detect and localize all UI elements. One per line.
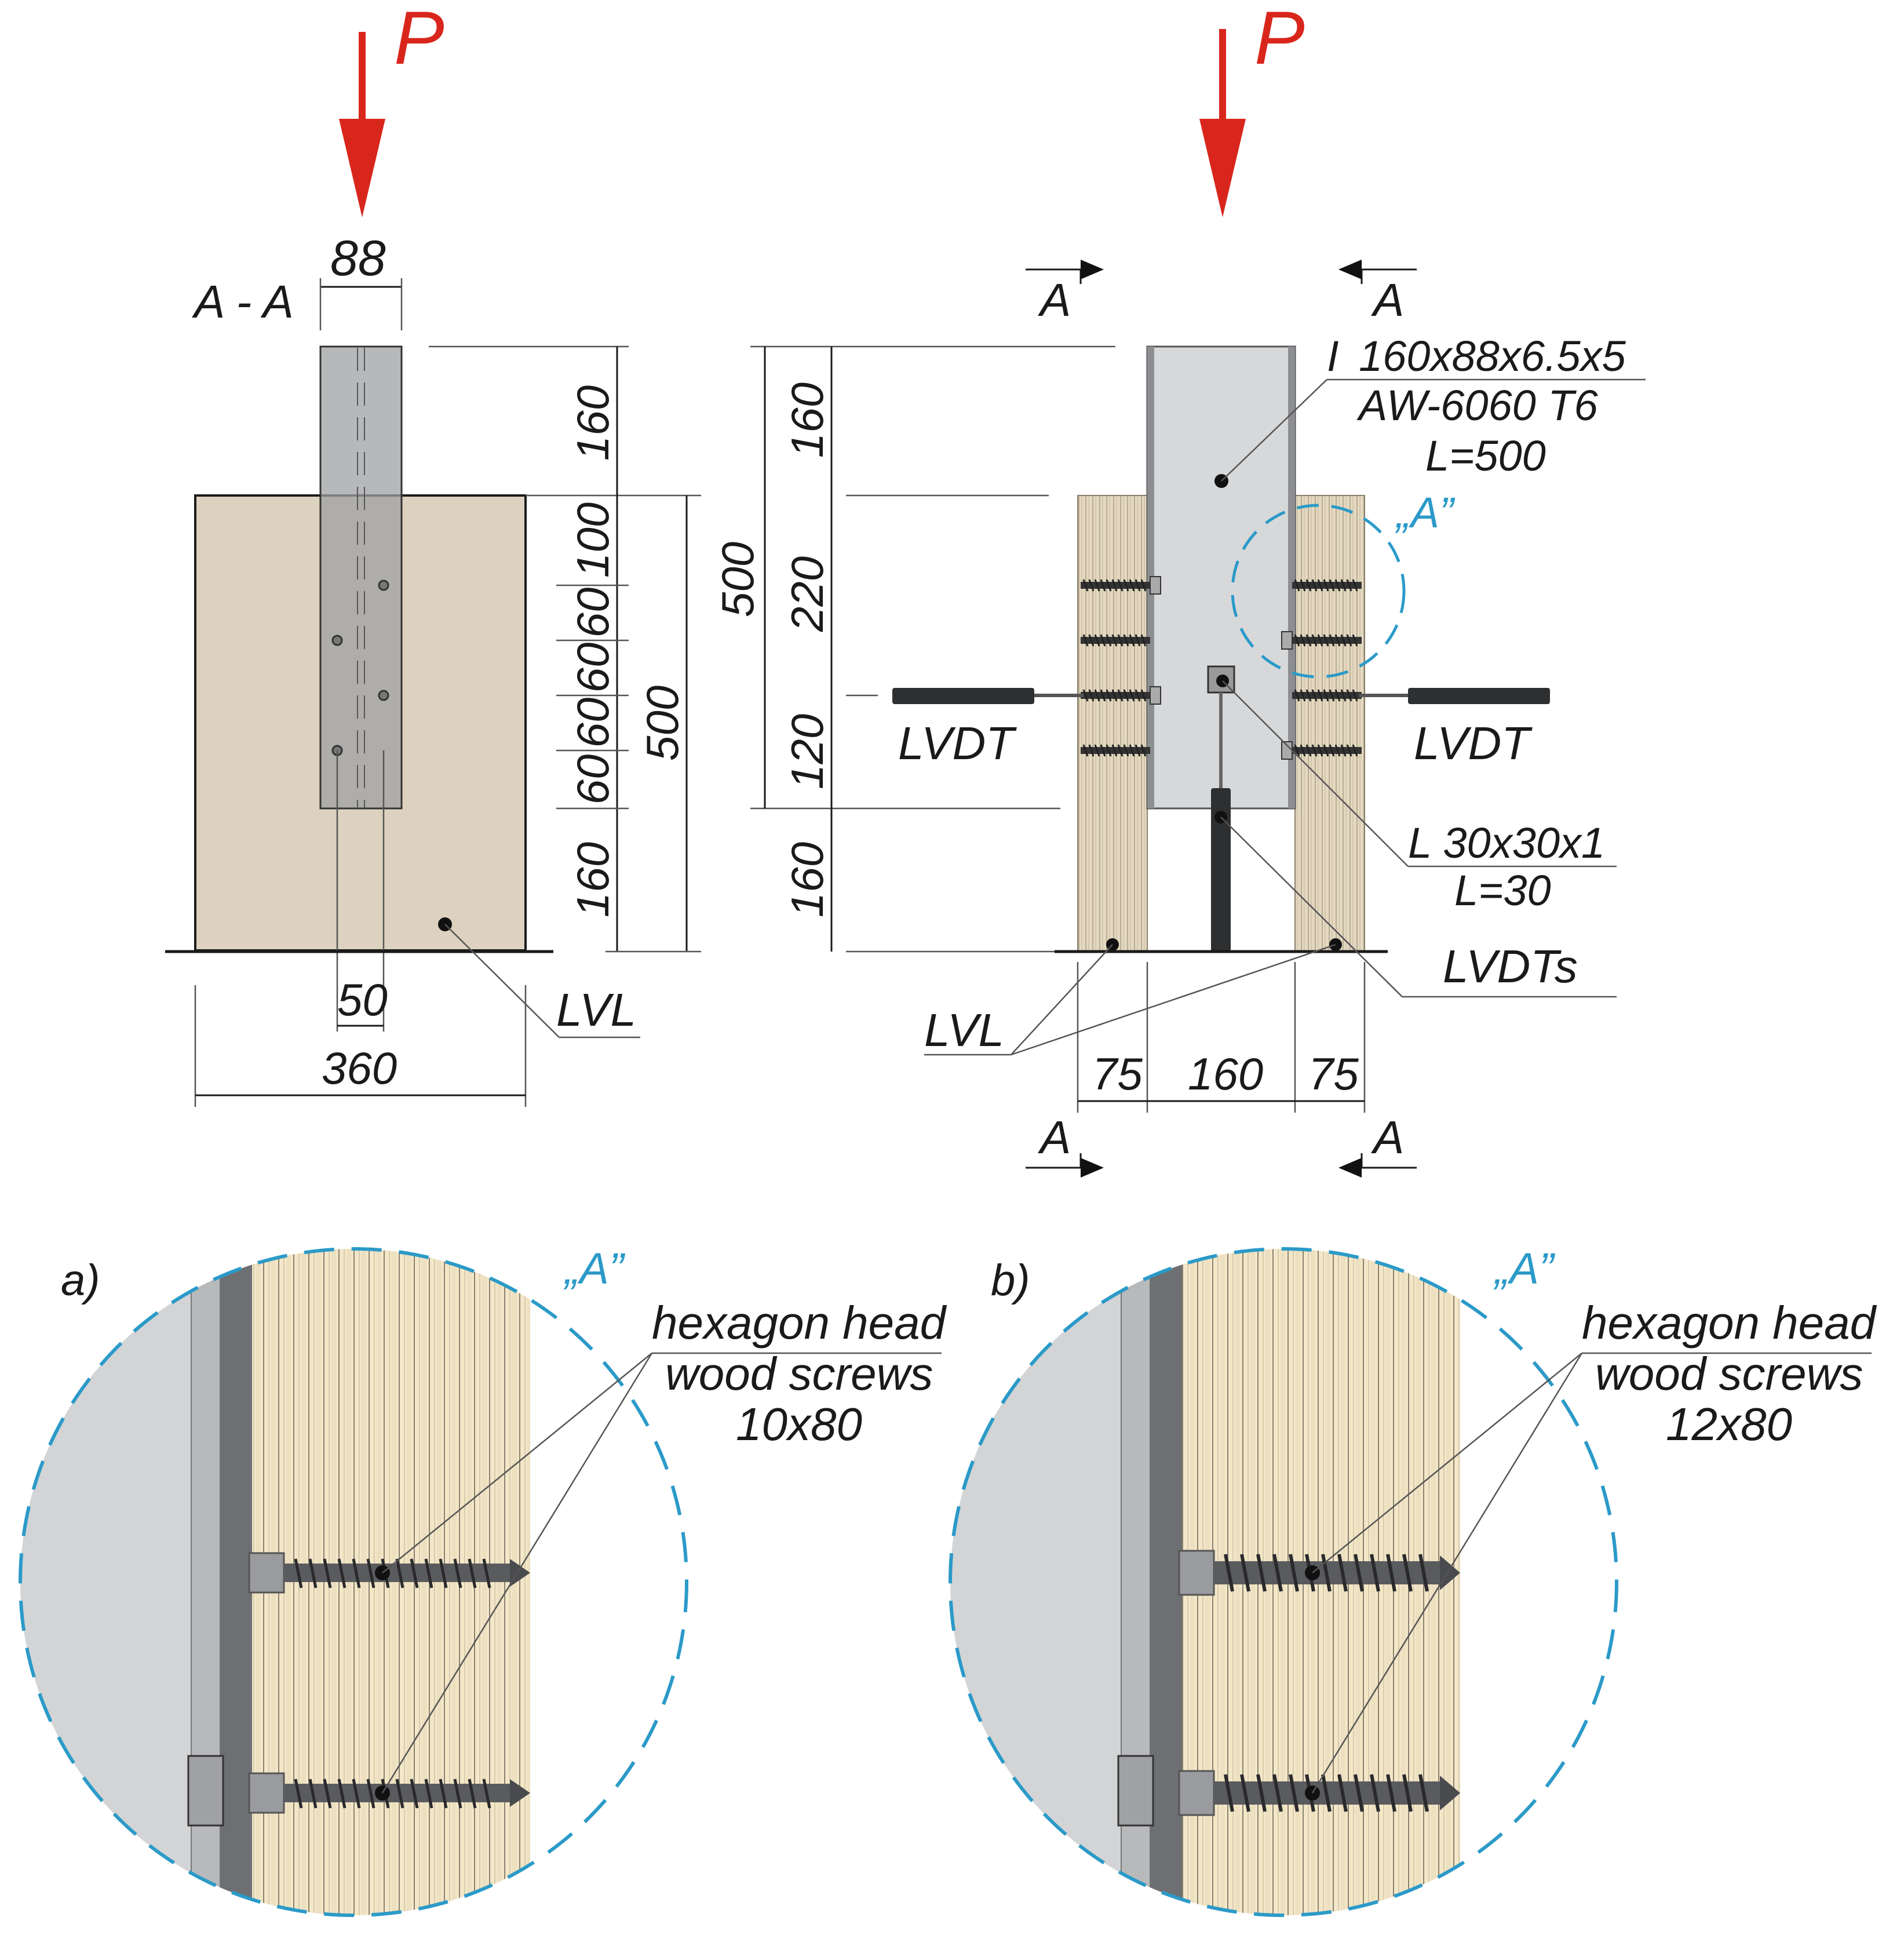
lvdt-vertical [1211,788,1231,952]
detail-b-line-1: hexagon head [1582,1297,1877,1349]
lvl-piece-left [1077,495,1148,952]
screw-dot [378,580,389,591]
detail-label-b: „A” [1493,1244,1556,1293]
dim-160-bottom-right: 160 [1188,1048,1263,1099]
detail-a-line-1: hexagon head [652,1297,947,1349]
detail-circle-a [19,1247,688,1917]
angle-length: L=30 [1454,866,1551,914]
load-arrow-head-left [339,119,385,217]
detail-circle-b [949,1247,1618,1917]
dim-100: 100 [567,502,618,578]
load-label-left: P [394,0,444,80]
screw-b-lower [1117,1755,1460,1827]
profile-length: L=500 [1425,432,1546,480]
dim-88: 88 [330,231,386,286]
profile-symbol: I [1327,332,1339,380]
profile-size: 160x88x6.5x5 [1359,332,1626,380]
detail-label-a: „A” [563,1244,626,1293]
detail-a-line-2: wood screws [665,1348,933,1400]
dim-60-c: 60 [567,698,618,748]
dim-500-right: 500 [712,542,763,617]
section-mark-top-right: A [1371,274,1404,326]
detail-tag-a: a) [61,1256,100,1305]
lvdt-label-right: LVDT [1414,717,1533,769]
angle-size: L 30x30x1 [1408,819,1605,867]
detail-b [950,1249,1617,1915]
lvl-piece-right [1294,495,1365,952]
detail-tag-b: b) [991,1256,1030,1305]
detail-a [20,1249,687,1915]
detail-label-top: „A” [1395,489,1456,537]
lvl-label-left: LVL [556,984,636,1036]
dim-120: 120 [782,714,833,789]
detail-b-line-3: 12x80 [1666,1398,1792,1450]
detail-a-line-3: 10x80 [736,1398,862,1450]
dim-50: 50 [337,974,388,1025]
dim-60-a: 60 [567,588,618,638]
dim-75-left: 75 [1092,1048,1143,1099]
screw-a-upper [248,1552,530,1594]
detail-b-line-2: wood screws [1595,1348,1863,1400]
section-mark-bottom-right: A [1371,1112,1404,1163]
load-arrow-head-right [1199,119,1246,217]
section-mark-top-left: A [1038,274,1071,326]
detail-circle-marker [1231,504,1406,679]
lvl-label-right: LVL [924,1004,1004,1056]
dim-160-right-top: 160 [782,382,833,458]
screw-dot [378,690,389,701]
screw-dot [331,635,343,646]
lvdts-label: LVDTs [1443,941,1578,992]
dim-75-right: 75 [1308,1048,1359,1099]
screw-b-upper [1178,1550,1460,1596]
dim-60-d: 60 [567,755,618,805]
lvdt-label-left: LVDT [898,717,1017,769]
section-mark-bottom-left: A [1038,1112,1071,1163]
aluminium-profile-left [319,345,403,810]
lvdt-sensor-right [1408,688,1550,704]
dim-220: 220 [782,556,833,632]
dim-160-top: 160 [567,385,618,461]
dim-360: 360 [322,1043,397,1094]
profile-alloy: AW-6060 T6 [1356,381,1599,429]
lvdt-sensor-left [892,688,1034,704]
dim-160-right-bottom: 160 [782,842,833,917]
dim-160-bottom: 160 [567,842,618,917]
section-label: A - A [192,276,294,327]
load-label-right: P [1254,0,1305,80]
screws-left-side [1081,576,1161,756]
dim-60-b: 60 [567,643,618,693]
dim-500-left: 500 [637,686,688,761]
